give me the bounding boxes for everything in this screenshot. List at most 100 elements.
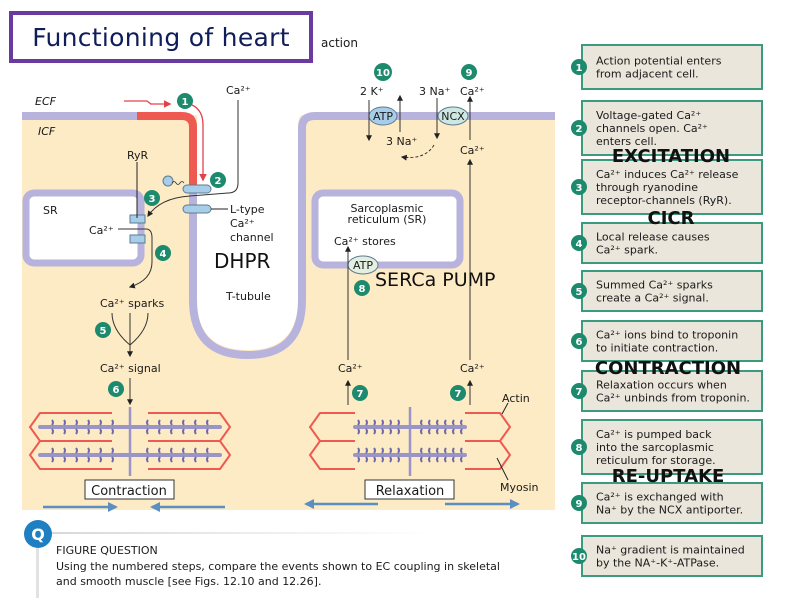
myosin-head bbox=[444, 456, 447, 463]
myosin-head bbox=[460, 419, 463, 426]
sr-right-label-1: Sarcoplasmic bbox=[350, 202, 423, 215]
ryr-label: RyR bbox=[127, 149, 149, 162]
contraction-label: Contraction bbox=[91, 484, 167, 499]
svg-text:7: 7 bbox=[357, 389, 364, 400]
myosin-head bbox=[63, 447, 66, 454]
channel-gate-chain bbox=[171, 181, 185, 185]
myosin-head bbox=[75, 447, 78, 454]
myosin-head bbox=[170, 447, 173, 454]
myosin-head bbox=[381, 428, 384, 435]
step-number: 10 bbox=[572, 552, 586, 563]
step-text-line: Action potential enters bbox=[596, 55, 722, 68]
myosin-head bbox=[182, 419, 185, 426]
atp-serca-label: ATP bbox=[353, 259, 373, 272]
figure-question: Q FIGURE QUESTION Using the numbered ste… bbox=[22, 520, 562, 600]
step-text-line: reticulum for storage. bbox=[596, 454, 716, 467]
myosin-head bbox=[420, 428, 423, 435]
ca-sr-left-label: Ca²⁺ bbox=[89, 224, 114, 237]
svg-text:8: 8 bbox=[359, 284, 366, 295]
myosin-head bbox=[87, 456, 90, 463]
step-number-badge bbox=[571, 439, 587, 455]
atp-pump-label: ATP bbox=[373, 110, 393, 123]
step-text-line: enters cell. bbox=[596, 135, 657, 148]
myosin-head bbox=[158, 428, 161, 435]
step-text-line: from adjacent cell. bbox=[596, 68, 699, 81]
ca-ncx-in-label: Ca²⁺ bbox=[460, 144, 485, 157]
step-text-line: Relaxation occurs when bbox=[596, 379, 727, 392]
k-in-label: 2 K⁺ bbox=[360, 85, 384, 98]
myosin-head bbox=[389, 456, 392, 463]
actin-filament-left bbox=[308, 440, 355, 470]
sarcomere-relaxed bbox=[308, 407, 512, 476]
ecf-label: ECF bbox=[35, 95, 57, 108]
t-tubule-label: T-tubule bbox=[225, 290, 271, 303]
depolarization-arrow bbox=[191, 104, 207, 182]
step-text-line: by the NA⁺-K⁺-ATPase. bbox=[596, 557, 719, 570]
myosin-head bbox=[63, 419, 66, 426]
myosin-head bbox=[389, 419, 392, 426]
myosin-head bbox=[146, 419, 149, 426]
step-box-frame bbox=[581, 419, 763, 475]
myosin-head bbox=[194, 428, 197, 435]
ecf-top-band bbox=[304, 100, 555, 112]
myosin-head bbox=[373, 419, 376, 426]
channel-gate-ball bbox=[162, 175, 174, 187]
dhpr-channel-lower bbox=[182, 204, 212, 214]
ca-sparks-label: Ca²⁺ sparks bbox=[100, 297, 164, 310]
myosin-head bbox=[365, 447, 368, 454]
step-box-frame bbox=[581, 370, 763, 412]
myosin-head bbox=[111, 428, 114, 435]
phase-excitation: EXCITATION bbox=[612, 146, 730, 167]
step-box-frame bbox=[581, 320, 763, 362]
sr-right bbox=[311, 189, 464, 269]
myosin-head bbox=[357, 447, 360, 454]
step-text-line: Ca²⁺ unbinds from troponin. bbox=[596, 392, 750, 405]
step-marker-7b: 7 bbox=[450, 385, 466, 401]
myosin-head bbox=[99, 456, 102, 463]
sr-left bbox=[22, 189, 145, 267]
actin-filament-right bbox=[465, 440, 512, 470]
serca-pump-label: SERCa PUMP bbox=[375, 269, 496, 291]
myosin-head bbox=[436, 456, 439, 463]
myosin-head bbox=[75, 428, 78, 435]
myosin-head bbox=[146, 447, 149, 454]
myosin-head bbox=[170, 428, 173, 435]
depolarized-membrane bbox=[137, 112, 197, 190]
myosin-head bbox=[87, 428, 90, 435]
ca-relax-right-label: Ca²⁺ bbox=[460, 362, 485, 375]
step-marker-9: 9 bbox=[461, 64, 477, 80]
svg-text:10: 10 bbox=[376, 68, 390, 79]
l-type-label-2: Ca²⁺ bbox=[230, 217, 255, 230]
myosin-head bbox=[365, 428, 368, 435]
svg-text:9: 9 bbox=[466, 68, 473, 79]
myosin-head bbox=[444, 419, 447, 426]
step-marker-7a: 7 bbox=[352, 385, 368, 401]
step-marker-2: 2 bbox=[210, 172, 226, 188]
step-box-frame bbox=[581, 100, 763, 156]
myosin-head bbox=[194, 456, 197, 463]
myosin-head bbox=[460, 456, 463, 463]
myosin-head bbox=[420, 456, 423, 463]
actin-filament-left bbox=[28, 440, 112, 470]
myosin-head bbox=[365, 419, 368, 426]
myosin-head bbox=[170, 456, 173, 463]
step-number-badge bbox=[571, 120, 587, 136]
step-text-line: Ca²⁺ induces Ca²⁺ release bbox=[596, 168, 739, 181]
myosin-head bbox=[111, 419, 114, 426]
myosin-head bbox=[389, 447, 392, 454]
action-potential-arrow bbox=[124, 100, 172, 108]
myosin-head bbox=[146, 428, 149, 435]
phase-reuptake: RE-UPTAKE bbox=[612, 466, 725, 487]
step-text-line: Na⁺ gradient is maintained bbox=[596, 544, 745, 557]
step-text-line: create a Ca²⁺ signal. bbox=[596, 292, 709, 305]
step-number: 8 bbox=[576, 443, 583, 454]
myosin-head bbox=[397, 419, 400, 426]
myosin-head bbox=[452, 456, 455, 463]
myosin-head bbox=[51, 428, 54, 435]
myosin-head bbox=[158, 456, 161, 463]
myosin-head bbox=[87, 447, 90, 454]
